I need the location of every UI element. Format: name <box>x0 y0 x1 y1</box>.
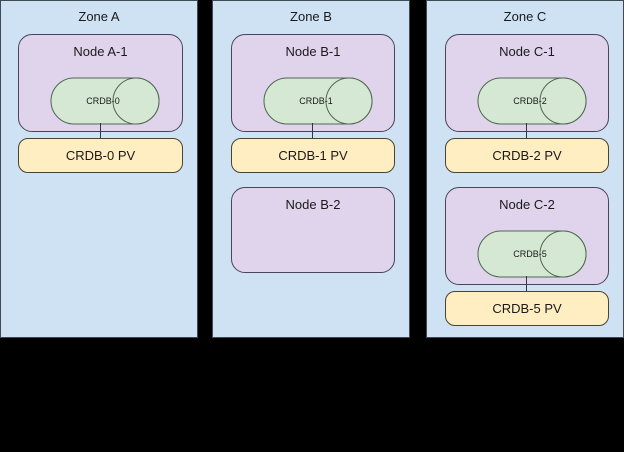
zone-c[interactable]: Zone C Node C-1 CRDB-2 CRDB-2 PV Node C-… <box>426 0 624 338</box>
cylinder-icon <box>50 77 160 125</box>
database-label-crdb-2: CRDB-2 <box>513 96 547 106</box>
database-label-crdb-1: CRDB-1 <box>299 96 333 106</box>
node-b-2-title: Node B-2 <box>285 197 341 212</box>
link-node-c-1-to-crdb-2-pv <box>526 123 527 139</box>
link-node-b-1-to-crdb-1-pv <box>312 123 313 139</box>
database-cylinder-crdb-2[interactable]: CRDB-2 <box>477 77 587 125</box>
node-a-1[interactable]: Node A-1 CRDB-0 <box>18 34 183 132</box>
node-b-1-title: Node B-1 <box>285 44 341 59</box>
database-cylinder-crdb-5[interactable]: CRDB-5 <box>477 230 587 278</box>
cylinder-icon <box>263 77 373 125</box>
volume-crdb-1-pv[interactable]: CRDB-1 PV <box>231 138 395 173</box>
database-cylinder-crdb-1[interactable]: CRDB-1 <box>263 77 373 125</box>
link-node-a-1-to-crdb-0-pv <box>100 123 101 139</box>
node-c-1[interactable]: Node C-1 CRDB-2 <box>445 34 609 132</box>
zone-b[interactable]: Zone B Node B-1 CRDB-1 CRDB-1 PV Node B-… <box>212 0 410 338</box>
zone-b-title: Zone B <box>290 9 332 24</box>
database-label-crdb-0: CRDB-0 <box>86 96 120 106</box>
cylinder-icon <box>477 230 587 278</box>
volume-crdb-5-pv[interactable]: CRDB-5 PV <box>445 291 609 326</box>
zone-a[interactable]: Zone A Node A-1 CRDB-0 CRDB-0 PV <box>0 0 198 338</box>
volume-crdb-2-pv[interactable]: CRDB-2 PV <box>445 138 609 173</box>
node-a-1-title: Node A-1 <box>73 44 128 59</box>
cylinder-icon <box>477 77 587 125</box>
node-b-2[interactable]: Node B-2 <box>231 187 395 273</box>
zone-a-title: Zone A <box>78 9 120 24</box>
volume-crdb-0-pv[interactable]: CRDB-0 PV <box>18 138 183 173</box>
node-c-2-title: Node C-2 <box>499 197 555 212</box>
database-label-crdb-5: CRDB-5 <box>513 249 547 259</box>
node-c-2[interactable]: Node C-2 CRDB-5 <box>445 187 609 285</box>
database-cylinder-crdb-0[interactable]: CRDB-0 <box>50 77 160 125</box>
node-c-1-title: Node C-1 <box>499 44 555 59</box>
zone-c-title: Zone C <box>503 9 547 24</box>
link-node-c-2-to-crdb-5-pv <box>526 276 527 292</box>
node-b-1[interactable]: Node B-1 CRDB-1 <box>231 34 395 132</box>
